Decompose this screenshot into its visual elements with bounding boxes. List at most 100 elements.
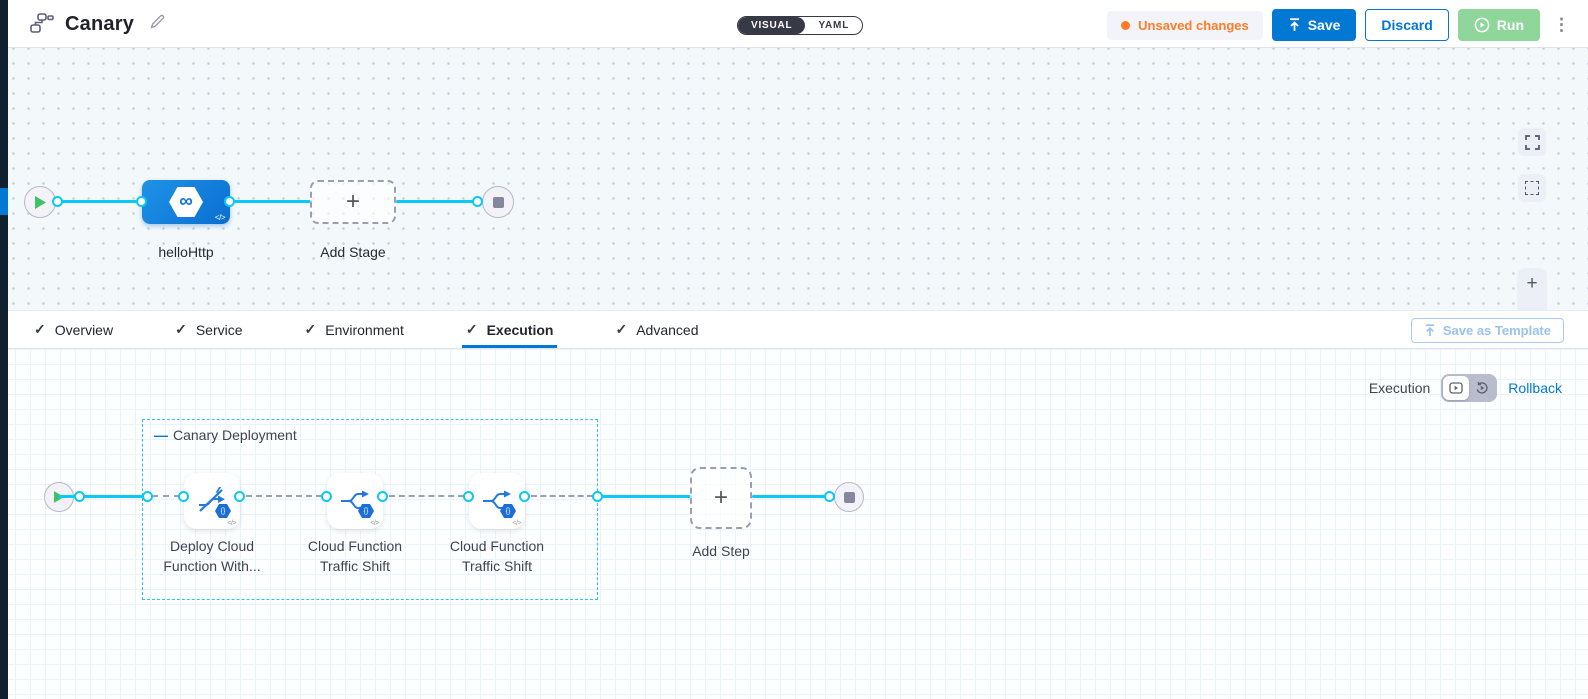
run-button[interactable]: Run bbox=[1457, 9, 1540, 41]
execution-mode-label: Execution bbox=[1368, 380, 1431, 396]
code-icon: </> bbox=[214, 213, 226, 222]
save-button[interactable]: Save bbox=[1271, 9, 1357, 41]
tab-advanced[interactable]: ✓ Advanced bbox=[615, 321, 699, 338]
marquee-icon bbox=[1525, 181, 1539, 195]
dashed-connector bbox=[531, 495, 593, 497]
connector-line bbox=[752, 495, 832, 498]
connector-line bbox=[230, 200, 312, 203]
code-icon: </> bbox=[370, 520, 379, 527]
save-as-template-button[interactable]: Save as Template bbox=[1410, 318, 1564, 343]
left-nav-strip[interactable] bbox=[0, 0, 8, 699]
port[interactable] bbox=[74, 491, 85, 502]
step-node-traffic-shift-2[interactable]: {} </> bbox=[469, 473, 525, 529]
port[interactable] bbox=[136, 196, 147, 207]
stage-node-hellohttp[interactable]: ∞ </> bbox=[142, 180, 230, 224]
code-icon: </> bbox=[512, 520, 521, 527]
execution-view-button[interactable] bbox=[1443, 376, 1470, 400]
discard-button[interactable]: Discard bbox=[1365, 9, 1449, 41]
toggle-visual[interactable]: VISUAL bbox=[738, 17, 806, 34]
rollback-view-button[interactable] bbox=[1469, 376, 1495, 400]
step-group-canary-deployment[interactable] bbox=[142, 419, 598, 600]
add-step-label: Add Step bbox=[692, 543, 750, 559]
check-icon: ✓ bbox=[304, 321, 317, 337]
plus-icon: + bbox=[345, 188, 360, 215]
stage-tab-bar: ✓ Overview ✓ Service ✓ Environment ✓ Exe… bbox=[8, 310, 1588, 349]
function-badge-icon: {} bbox=[215, 504, 231, 518]
upload-icon bbox=[1289, 18, 1299, 31]
port[interactable] bbox=[234, 491, 245, 502]
code-icon: </> bbox=[227, 520, 236, 527]
step-label: Cloud Function Traffic Shift bbox=[449, 538, 545, 574]
execution-rollback-toggle bbox=[1441, 374, 1498, 402]
stop-icon bbox=[843, 491, 855, 503]
rollback-link[interactable]: Rollback bbox=[1508, 380, 1562, 396]
unsaved-dot-icon bbox=[1121, 20, 1131, 30]
dashed-connector bbox=[152, 495, 180, 497]
step-group-label: — Canary Deployment bbox=[154, 427, 297, 443]
tab-service[interactable]: ✓ Service bbox=[175, 321, 243, 338]
fullscreen-button[interactable] bbox=[1518, 128, 1546, 156]
port[interactable] bbox=[377, 491, 388, 502]
add-stage-button[interactable]: + bbox=[310, 180, 396, 224]
tab-overview[interactable]: ✓ Overview bbox=[34, 321, 114, 338]
pipeline-end-node[interactable] bbox=[482, 186, 514, 218]
zoom-in-button[interactable]: + bbox=[1526, 273, 1538, 294]
connector-line bbox=[58, 495, 148, 498]
function-badge-icon: {} bbox=[358, 504, 374, 518]
execution-steps-icon bbox=[1449, 382, 1463, 394]
upload-icon bbox=[1425, 324, 1434, 337]
execution-mode-row: Execution Rollback bbox=[1369, 374, 1562, 402]
stage-canvas[interactable]: ∞ </> helloHttp + Add Stage + − bbox=[0, 48, 1588, 330]
port[interactable] bbox=[52, 196, 63, 207]
port[interactable] bbox=[142, 491, 153, 502]
connector-line bbox=[54, 200, 144, 203]
tab-environment[interactable]: ✓ Environment bbox=[304, 321, 404, 338]
port[interactable] bbox=[463, 491, 474, 502]
tab-execution[interactable]: ✓ Execution bbox=[461, 311, 558, 348]
port[interactable] bbox=[519, 491, 530, 502]
step-node-deploy-cloud-function[interactable]: {} </> bbox=[184, 473, 240, 529]
visual-yaml-toggle: VISUAL YAML bbox=[737, 16, 864, 35]
execution-end-node[interactable] bbox=[834, 482, 864, 512]
play-circle-icon bbox=[1474, 17, 1490, 33]
port[interactable] bbox=[472, 196, 483, 207]
pipeline-start-node[interactable] bbox=[24, 186, 56, 218]
stop-icon bbox=[492, 196, 504, 208]
rollback-steps-icon bbox=[1476, 382, 1488, 394]
unsaved-changes-badge: Unsaved changes bbox=[1107, 10, 1263, 40]
port[interactable] bbox=[592, 491, 603, 502]
step-label: Cloud Function Traffic Shift bbox=[307, 538, 403, 574]
check-icon: ✓ bbox=[34, 321, 46, 337]
more-options-icon[interactable]: ⋮ bbox=[1553, 15, 1570, 34]
add-step-button[interactable]: + bbox=[690, 467, 752, 529]
port[interactable] bbox=[224, 196, 235, 207]
dashed-connector bbox=[246, 495, 322, 497]
port[interactable] bbox=[321, 491, 332, 502]
check-icon: ✓ bbox=[175, 321, 187, 337]
cloud-function-icon: ∞ bbox=[169, 187, 203, 217]
stage-name-label: helloHttp bbox=[158, 244, 214, 260]
left-nav-accent bbox=[0, 188, 8, 215]
function-badge-icon: {} bbox=[500, 504, 516, 518]
pipeline-icon bbox=[30, 13, 54, 35]
toggle-yaml[interactable]: YAML bbox=[818, 20, 850, 31]
connector-line bbox=[600, 495, 692, 498]
step-node-traffic-shift-1[interactable]: {} </> bbox=[327, 473, 383, 529]
play-icon bbox=[34, 195, 46, 209]
dashed-connector bbox=[389, 495, 464, 497]
port[interactable] bbox=[178, 491, 189, 502]
header: Canary VISUAL YAML Unsaved changes Save … bbox=[0, 0, 1588, 48]
fullscreen-icon bbox=[1524, 134, 1540, 150]
check-icon: ✓ bbox=[465, 321, 478, 337]
selection-mode-button[interactable] bbox=[1518, 174, 1546, 202]
step-label: Deploy Cloud Function With... bbox=[163, 538, 261, 574]
plus-icon: + bbox=[713, 484, 728, 511]
edit-pencil-icon[interactable] bbox=[149, 13, 166, 35]
add-stage-label: Add Stage bbox=[320, 244, 386, 260]
page-title: Canary bbox=[65, 12, 135, 35]
collapse-group-icon[interactable]: — bbox=[154, 427, 168, 443]
deploy-no-traffic-icon bbox=[199, 487, 225, 512]
check-icon: ✓ bbox=[615, 321, 628, 337]
port[interactable] bbox=[824, 491, 835, 502]
execution-canvas[interactable]: Execution Rollback — Canary D bbox=[0, 349, 1588, 699]
